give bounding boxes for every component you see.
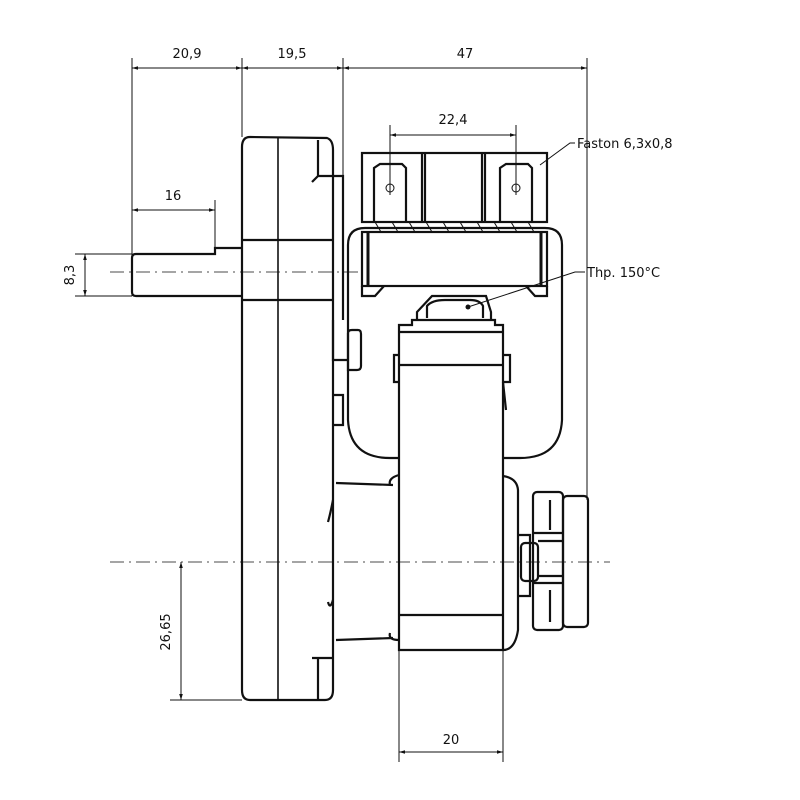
motor-coil	[388, 318, 520, 652]
faston-leader	[539, 142, 575, 166]
thermal-protector	[415, 294, 493, 320]
dim-terminal-pitch: 22,4	[439, 113, 468, 128]
gearbox	[240, 135, 394, 702]
output-shaft	[130, 246, 242, 298]
connector-bracket	[346, 226, 564, 460]
dim-shaft-length: 16	[165, 189, 182, 204]
dimension-lines	[83, 66, 587, 754]
rotor-cap	[518, 490, 590, 632]
thermal-leader	[467, 271, 585, 308]
faston-terminal-left	[372, 162, 408, 222]
dim-gearbox-offset: 20,9	[173, 47, 202, 62]
dim-gearbox-depth: 19,5	[278, 47, 307, 62]
dim-coil-width: 20	[443, 733, 460, 748]
faston-terminal-right	[498, 162, 534, 222]
dim-motor-depth: 47	[457, 47, 474, 62]
faston-callout: Faston 6,3x0,8	[577, 137, 673, 152]
thermal-callout: Thp. 150°C	[586, 266, 660, 281]
dim-axis-distance: 26,65	[159, 613, 174, 650]
dim-shaft-diameter: 8,3	[63, 265, 78, 286]
